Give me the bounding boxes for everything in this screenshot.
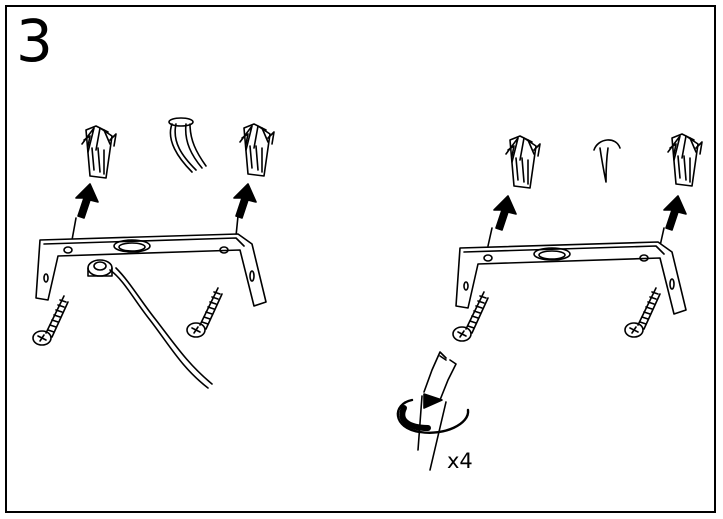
rotate-arrow-icon bbox=[396, 393, 470, 434]
step-number: 3 bbox=[16, 7, 53, 75]
wall-anchor-icon bbox=[667, 133, 703, 187]
left-assembly bbox=[32, 117, 275, 389]
up-arrow-icon bbox=[663, 195, 687, 231]
up-arrow-icon bbox=[493, 195, 517, 231]
wall-anchor-icon bbox=[505, 135, 541, 189]
screw-icon bbox=[32, 295, 69, 346]
wall-anchor-icon bbox=[81, 125, 117, 179]
screwdriver-icon bbox=[417, 351, 457, 471]
wire-bundle-icon bbox=[168, 117, 207, 173]
up-arrow-icon bbox=[233, 183, 257, 219]
screw-count-label: x4 bbox=[447, 449, 473, 473]
up-arrow-icon bbox=[75, 183, 99, 219]
wall-anchor-icon bbox=[239, 123, 275, 177]
mounting-bracket-icon bbox=[35, 233, 267, 307]
screw-icon bbox=[186, 287, 223, 338]
wire-loop-icon bbox=[593, 139, 621, 183]
ground-nut-icon bbox=[87, 259, 213, 389]
screw-icon bbox=[624, 287, 661, 338]
right-assembly bbox=[396, 133, 703, 471]
instruction-panel bbox=[5, 5, 716, 513]
